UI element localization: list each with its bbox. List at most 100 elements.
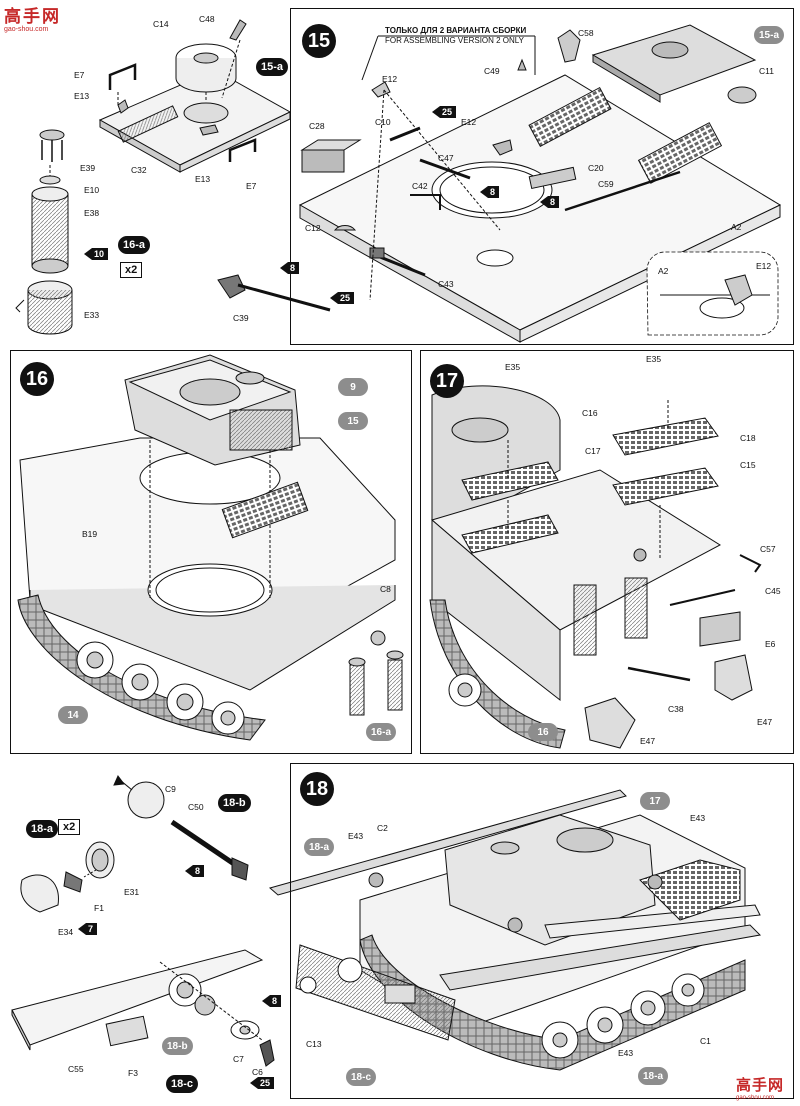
part-label-c49: C49 (484, 66, 500, 76)
part-label-e34: E34 (58, 927, 74, 937)
part-label-e43: E43 (348, 831, 364, 841)
part-label-e43: E43 (618, 1048, 634, 1058)
paint-code-8: 8 (540, 196, 560, 208)
step-number-17: 17 (430, 364, 464, 398)
part-label-c55: C55 (68, 1064, 84, 1074)
step-18-panel (290, 763, 794, 1099)
part-label-c45: C45 (765, 586, 781, 596)
paint-code-25: 25 (250, 1077, 275, 1089)
part-label-e47: E47 (640, 736, 656, 746)
part-label-f1: F1 (94, 903, 104, 913)
part-label-e7: E7 (246, 181, 257, 191)
part-label-c20: C20 (588, 163, 604, 173)
paint-code-25: 25 (330, 292, 355, 304)
part-label-e43: E43 (690, 813, 706, 823)
paint-code-8: 8 (280, 262, 300, 274)
watermark-chars-bottom: 高手网 (736, 1077, 785, 1094)
step-number-16: 16 (20, 362, 54, 396)
part-label-c48: C48 (199, 14, 215, 24)
ref-badge-16: 16 (528, 723, 558, 741)
step-17-panel (420, 350, 794, 754)
diagram-16a (15, 129, 73, 335)
paint-code-25: 25 (432, 106, 457, 118)
part-label-b19: B19 (82, 529, 98, 539)
paint-code-8: 8 (185, 865, 205, 877)
part-label-c7: C7 (233, 1054, 244, 1064)
subassembly-badge-16a: 16-a (118, 236, 151, 254)
diagram-16 (17, 354, 404, 741)
part-label-a2: A2 (731, 222, 742, 232)
subassembly-badge-15a: 15-a (256, 58, 289, 76)
part-label-c16: C16 (582, 408, 598, 418)
part-label-c8: C8 (380, 584, 391, 594)
watermark-logo-bottom: 高手网 gao-shou.com (736, 1074, 796, 1101)
part-label-c10: C10 (375, 117, 391, 127)
watermark-logo: 高手网 gao-shou.com (4, 2, 86, 42)
part-label-e6: E6 (765, 639, 776, 649)
ref-badge-17: 17 (640, 792, 670, 810)
part-label-c57: C57 (760, 544, 776, 554)
paint-code-7: 7 (78, 923, 98, 935)
paint-code-10: 10 (84, 248, 109, 260)
part-label-c58: C58 (578, 28, 594, 38)
part-label-c13: C13 (306, 1039, 322, 1049)
inset-label-e12: E12 (756, 261, 772, 271)
part-label-c1: C1 (700, 1036, 711, 1046)
part-label-f3: F3 (128, 1068, 138, 1078)
part-label-e13: E13 (74, 91, 90, 101)
inset-label-a2: A2 (658, 266, 669, 276)
part-label-e47: E47 (757, 717, 773, 727)
ref-badge-18a: 18-a (638, 1067, 669, 1085)
subassembly-badge-18b: 18-b (218, 794, 251, 812)
ref-badge-18b: 18-b (162, 1037, 193, 1055)
diagram-17 (429, 385, 762, 749)
part-label-c18: C18 (740, 433, 756, 443)
part-label-c39: C39 (233, 313, 249, 323)
ref-badge-18a: 18-a (304, 838, 335, 856)
part-label-c50: C50 (188, 802, 204, 812)
version-note-ru: ТОЛЬКО ДЛЯ 2 ВАРИАНТА СБОРКИ (385, 26, 527, 35)
part-label-c9: C9 (165, 784, 176, 794)
ref-badge-14: 14 (58, 706, 88, 724)
step-15-panel (290, 8, 794, 345)
part-label-e10: E10 (84, 185, 100, 195)
part-label-e12: E12 (461, 117, 477, 127)
ref-badge-9: 9 (338, 378, 368, 396)
step-number-15: 15 (302, 24, 336, 58)
subassembly-badge-18a: 18-a (26, 820, 59, 838)
diagram-18b (113, 775, 249, 881)
ref-badge-15a: 15-a (754, 26, 785, 44)
watermark-site: gao-shou.com (4, 26, 49, 33)
subassembly-badge-18c: 18-c (166, 1075, 199, 1093)
part-label-c2: C2 (377, 823, 388, 833)
multiplier-x2: x2 (120, 262, 143, 278)
diagram-18 (268, 789, 762, 1071)
part-label-c43: C43 (438, 279, 454, 289)
diagram-18c (11, 949, 275, 1067)
part-label-c6: C6 (252, 1067, 263, 1077)
part-label-c42: C42 (412, 181, 428, 191)
part-label-c28: C28 (309, 121, 325, 131)
part-label-e38: E38 (84, 208, 100, 218)
watermark-site-bottom: gao-shou.com (736, 1095, 775, 1101)
step-number-18: 18 (300, 772, 334, 806)
part-label-c47: C47 (438, 153, 454, 163)
part-label-c12: C12 (305, 223, 321, 233)
diagram-15 (217, 24, 782, 343)
part-label-e12: E12 (382, 74, 398, 84)
part-label-e39: E39 (80, 163, 96, 173)
version-note-en: FOR ASSEMBLING VERSION 2 ONLY (385, 36, 524, 45)
ref-badge-18c: 18-c (346, 1068, 377, 1086)
part-label-e33: E33 (84, 310, 100, 320)
part-label-c59: C59 (598, 179, 614, 189)
step-16-panel (10, 350, 412, 754)
diagram-15a (98, 19, 292, 173)
part-label-c11: C11 (759, 66, 774, 76)
part-label-e35: E35 (505, 362, 521, 372)
part-label-c38: C38 (668, 704, 684, 714)
part-label-e13: E13 (195, 174, 211, 184)
watermark-chars: 高手网 (4, 7, 61, 26)
part-label-e35: E35 (646, 354, 662, 364)
part-label-e31: E31 (124, 887, 140, 897)
